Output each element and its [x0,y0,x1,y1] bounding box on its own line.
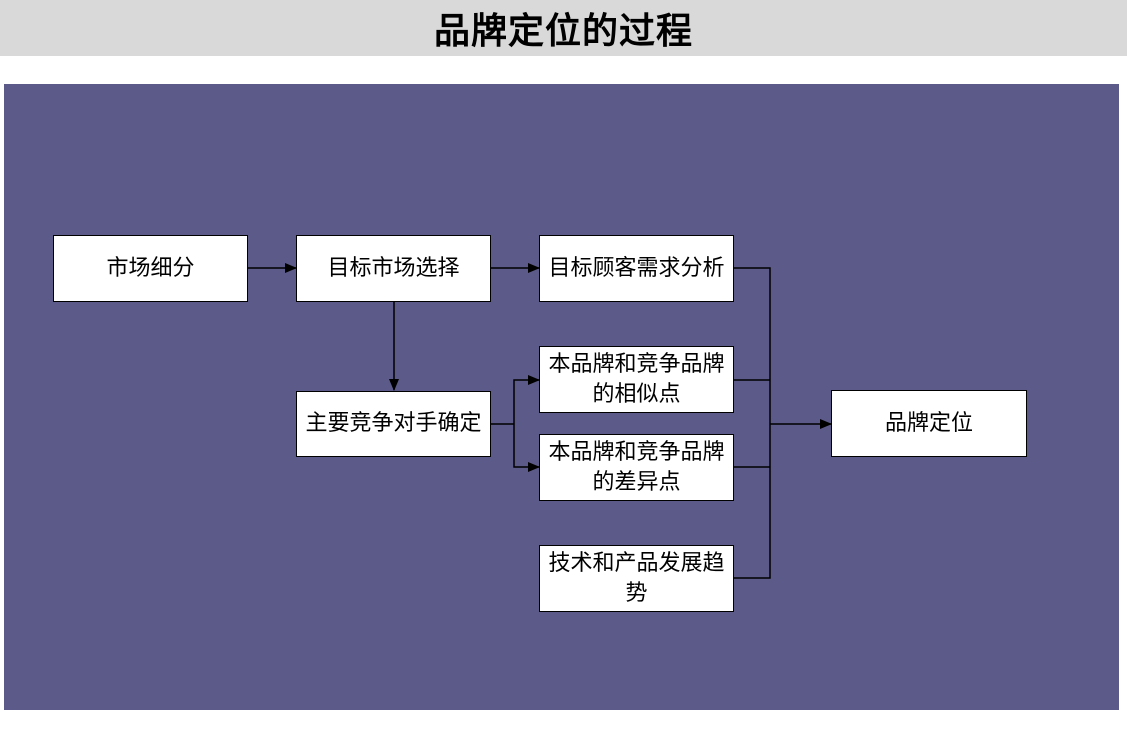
node-differences: 本品牌和竞争品牌的差异点 [539,434,734,501]
node-brand-positioning: 品牌定位 [831,390,1027,457]
node-customer-needs-analysis-label: 目标顾客需求分析 [548,255,725,281]
arrow-competitors-to-different [513,424,540,472]
node-similarities-label: 本品牌和竞争品牌的相似点 [548,351,725,407]
node-target-market-selection-label: 目标市场选择 [327,255,460,281]
node-main-competitors: 主要竞争对手确定 [296,391,491,457]
node-differences-label: 本品牌和竞争品牌的差异点 [548,439,725,495]
node-customer-needs-analysis: 目标顾客需求分析 [539,235,734,302]
node-market-segmentation-label: 市场细分 [106,255,195,281]
connector-needs [734,267,771,579]
node-brand-positioning-label: 品牌定位 [884,410,973,436]
page-title: 品牌定位的过程 [433,11,693,52]
node-market-segmentation: 市场细分 [53,235,248,302]
arrow-competitors-to-similar [513,375,540,424]
node-tech-trends: 技术和产品发展趋势 [539,545,734,612]
node-tech-trends-label: 技术和产品发展趋势 [548,550,725,606]
node-main-competitors-label: 主要竞争对手确定 [305,411,482,436]
node-target-market-selection: 目标市场选择 [296,235,491,302]
node-similarities: 本品牌和竞争品牌的相似点 [539,346,734,413]
title-bar: 品牌定位的过程 [0,0,1127,56]
